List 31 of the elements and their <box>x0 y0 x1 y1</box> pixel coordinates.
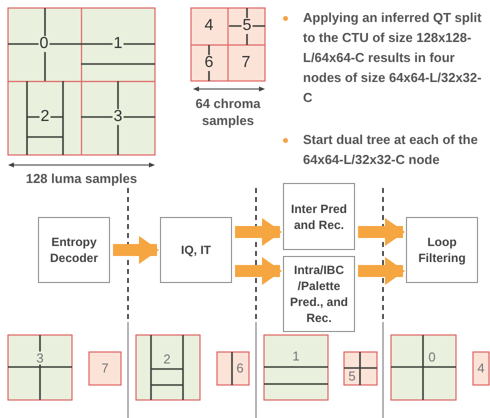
process-box <box>160 217 232 283</box>
block-arrow <box>358 218 405 246</box>
block-number: 6 <box>204 55 214 71</box>
block-number: 4 <box>476 362 486 374</box>
dimension-label: 128 luma samples <box>24 170 138 187</box>
block-arrow <box>235 257 282 285</box>
dimension-label: 64 chroma samples <box>194 95 262 129</box>
block-number: 1 <box>291 350 301 362</box>
block-arrow <box>358 257 405 285</box>
block-number: 3 <box>35 352 45 364</box>
box-label: Intra/IBC /Palette Pred., and Rec. <box>288 262 349 326</box>
block-number: 5 <box>242 18 252 34</box>
block-arrow <box>113 236 159 264</box>
box-label: Loop Filtering <box>417 234 467 266</box>
block-number: 0 <box>38 36 50 52</box>
process-box <box>406 217 478 283</box>
box-label: Inter Pred and Rec. <box>290 200 348 232</box>
block-number: 3 <box>112 109 124 125</box>
process-box <box>283 183 355 250</box>
bullet-text: Applying an inferred QT split to the CTU of size 128x128-L/64x64-C results in four nodes of size 64x64-L/32x32-C <box>303 9 482 107</box>
block-number: 0 <box>427 350 437 364</box>
block-number: 7 <box>100 362 110 374</box>
box-label: IQ, IT <box>181 242 211 258</box>
process-box <box>38 217 110 283</box>
box-label: Entropy Decoder <box>48 234 100 266</box>
block-arrow <box>235 218 282 246</box>
block-number: 6 <box>235 362 245 374</box>
process-box <box>283 256 355 332</box>
block-number: 5 <box>347 370 357 382</box>
bullet-text: Start dual tree at each of the 64x64-L/32x32-C node <box>303 131 479 169</box>
block-number: 2 <box>162 352 172 366</box>
